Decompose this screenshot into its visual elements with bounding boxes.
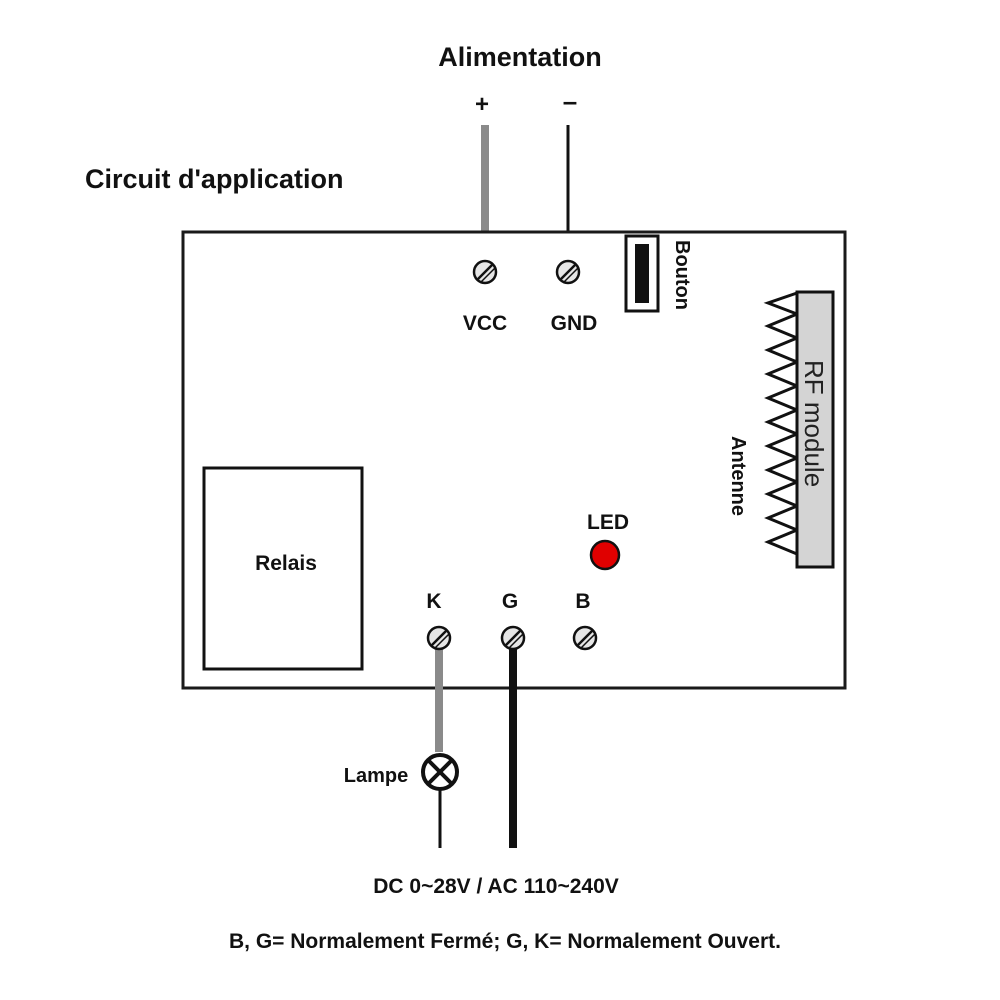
gnd-terminal-screw — [555, 259, 581, 285]
subtitle: Circuit d'application — [85, 164, 343, 194]
rf-module-label: RF module — [799, 360, 829, 487]
title: Alimentation — [438, 42, 602, 72]
contact-note: B, G= Normalement Fermé; G, K= Normaleme… — [229, 930, 781, 953]
vcc-terminal-screw — [472, 259, 498, 285]
relay-label: Relais — [255, 552, 317, 575]
k-terminal-screw — [426, 625, 452, 651]
b-terminal-screw — [572, 625, 598, 651]
button-label: Bouton — [671, 240, 693, 310]
led-label: LED — [587, 511, 629, 534]
antenna-coil — [763, 291, 802, 556]
lamp-symbol — [421, 753, 459, 791]
g-label: G — [502, 590, 518, 613]
gnd-label: GND — [551, 312, 598, 335]
plus-label: + — [475, 91, 489, 118]
lamp-label: Lampe — [344, 765, 408, 787]
rf-module — [795, 290, 835, 569]
vcc-label: VCC — [463, 312, 507, 335]
relay-box — [202, 466, 364, 671]
g-terminal-screw — [500, 625, 526, 651]
antenna-label: Antenne — [727, 436, 749, 516]
b-label: B — [575, 590, 590, 613]
k-label: K — [426, 590, 441, 613]
supply-label: DC 0~28V / AC 110~240V — [373, 875, 619, 898]
led-indicator — [589, 539, 621, 571]
circuit-board — [181, 230, 847, 690]
button-switch — [624, 234, 660, 313]
minus-label: – — [563, 86, 577, 116]
